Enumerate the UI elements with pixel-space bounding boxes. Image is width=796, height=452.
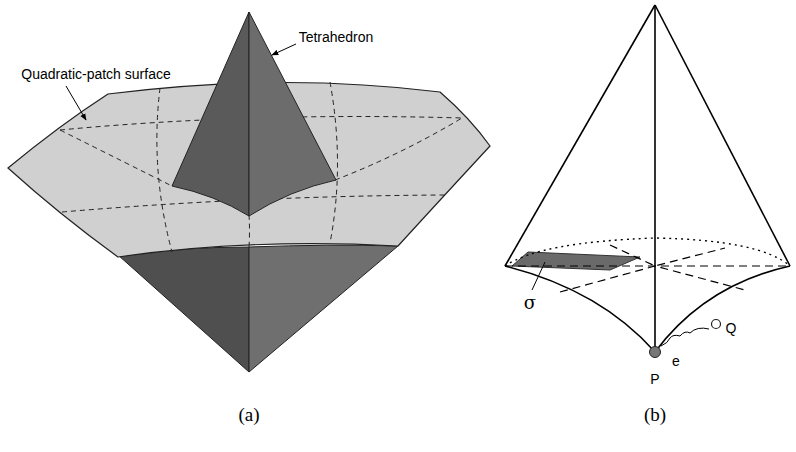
tetrahedron-lower (118, 245, 398, 372)
point-q (712, 320, 721, 329)
panel-label: (a) (238, 405, 259, 426)
tetrahedron-outline (505, 5, 790, 352)
point-label: P (650, 372, 659, 387)
edge-label: e (672, 354, 680, 369)
tetrahedron-label: Tetrahedron (299, 30, 374, 45)
point-p (650, 347, 661, 358)
surface-label: Quadratic-patch surface (21, 67, 170, 82)
panel-label: (b) (644, 405, 666, 426)
region-label: σ (524, 293, 536, 313)
point-label: Q (726, 321, 737, 336)
